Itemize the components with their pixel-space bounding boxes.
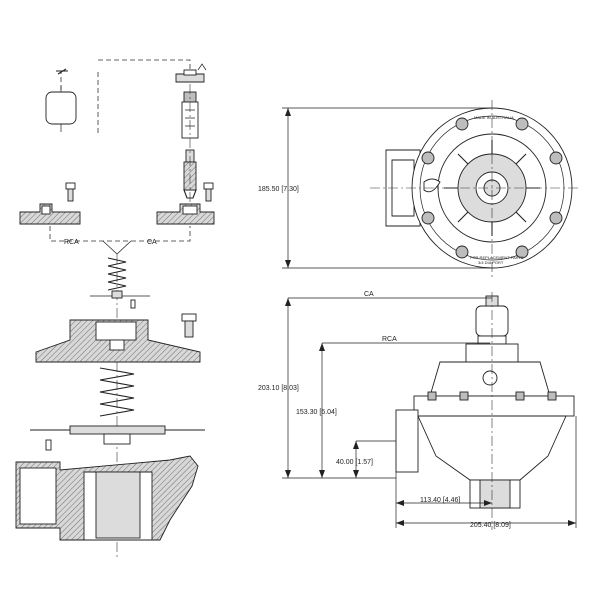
clip-icon (56, 68, 68, 75)
bonnet-cavity (95, 321, 137, 341)
plate-text-1: MADE IN AUSTRALIA (474, 115, 514, 120)
coil-body (45, 91, 77, 125)
screw-right-icon (203, 182, 214, 202)
diaphragm-hub (103, 433, 131, 445)
diaphragm-plate (69, 425, 166, 435)
small-spring (107, 257, 127, 291)
port-height-arrows (353, 441, 359, 478)
rca-dimline (321, 342, 490, 478)
elev-bolt-icons (427, 391, 557, 401)
screw-left-icon (65, 182, 76, 202)
plunger-seal (183, 189, 197, 199)
plate-text-3: 3/4 DIA PORT (478, 260, 504, 265)
rca-ca-bracket (49, 226, 191, 242)
ca-dimline (287, 297, 492, 478)
ca-label-top: CA (364, 291, 374, 298)
main-spring (99, 367, 135, 417)
plate-text-2: FOR REPLACEMENT PARTS (470, 255, 524, 260)
plan-port (423, 178, 441, 193)
bonnet-bore (109, 339, 125, 351)
width-extension-lines (395, 416, 577, 528)
merge-lines (102, 240, 132, 255)
top-height-dimline (282, 107, 490, 269)
plan-centerlines (370, 100, 580, 280)
port-offset-label: 113.40 [4.46] (420, 497, 460, 504)
small-pin-body (45, 439, 52, 451)
small-disc (111, 290, 123, 299)
port-height-label: 40.00 [1.57] (336, 459, 373, 466)
rca-label-top: RCA (382, 336, 397, 343)
rca-port (41, 205, 51, 215)
cap-pin (197, 63, 207, 71)
elevation-view: CA 203.10 [8.03] RCA 153.30 [6.04] 40.00… (258, 291, 577, 530)
bolt-icons (421, 117, 563, 259)
ca-port (182, 205, 198, 215)
rca-label-left: RCA (64, 239, 79, 246)
rca-height-label: 153.30 [6.04] (296, 409, 337, 416)
top-height-label: 185.50 [7.30] (258, 186, 299, 193)
inlet-port (19, 467, 57, 525)
small-pin (130, 299, 136, 309)
ca-label-left: CA (147, 239, 157, 246)
total-height-label: 203.10 [8.03] (258, 385, 299, 392)
bonnet-screw-icon (181, 313, 197, 338)
elev-port-circle (482, 370, 498, 386)
coil-connection-line (60, 59, 191, 135)
plan-view: MADE IN AUSTRALIA FOR REPLACEMENT PARTS … (258, 100, 580, 280)
exploded-view: RCA CA (15, 59, 215, 560)
elev-inlet (395, 409, 419, 473)
cap-knob (183, 69, 197, 76)
overall-width-label: 205.40 [8.09] (470, 522, 511, 529)
outlet-tube (95, 471, 141, 539)
